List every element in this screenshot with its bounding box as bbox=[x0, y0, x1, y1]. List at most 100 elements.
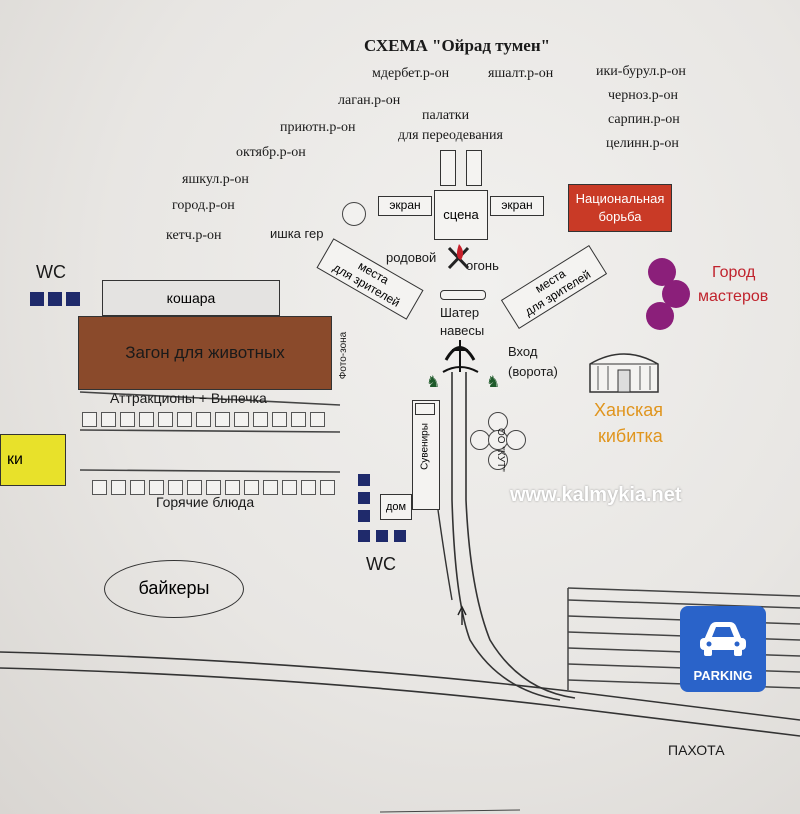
shater-icon bbox=[440, 290, 486, 300]
food-stall bbox=[168, 480, 183, 495]
entrance-label-2: (ворота) bbox=[508, 364, 558, 379]
district-lagan: лаган.р-он bbox=[338, 93, 401, 108]
attraction-stall bbox=[215, 412, 230, 427]
pakhota-label: ПАХОТА bbox=[668, 742, 725, 758]
eagle-icon-right: ♞ bbox=[486, 374, 501, 391]
food-stall bbox=[130, 480, 145, 495]
yellow-box: ки bbox=[0, 434, 66, 486]
souvenirs-box: Сувениры bbox=[412, 400, 440, 510]
khan-tent-label-1: Ханская bbox=[594, 400, 663, 420]
food-stall bbox=[225, 480, 240, 495]
stage-scene: сцена bbox=[434, 190, 488, 240]
screen-right: экран bbox=[490, 196, 544, 216]
food-stall bbox=[263, 480, 278, 495]
district-oktyabr: октябр.р-он bbox=[236, 145, 306, 160]
kut-circle-4 bbox=[506, 430, 526, 450]
attraction-stall bbox=[272, 412, 287, 427]
food-stall bbox=[92, 480, 107, 495]
attraction-stall bbox=[82, 412, 97, 427]
tent-left bbox=[440, 150, 456, 186]
food-stall bbox=[111, 480, 126, 495]
kut-label: ОО "КУТ" bbox=[495, 428, 506, 472]
food-stall bbox=[149, 480, 164, 495]
parking-sign: PARKING bbox=[680, 606, 766, 692]
fire-label-left: родовой bbox=[386, 250, 437, 265]
wc-bottom-booth-6 bbox=[394, 530, 406, 542]
fire-icon bbox=[447, 244, 470, 270]
eagle-icon-left: ♞ bbox=[426, 374, 441, 391]
food-stall bbox=[244, 480, 259, 495]
attraction-stall bbox=[291, 412, 306, 427]
souvenirs-label: Сувениры bbox=[419, 423, 431, 470]
district-yashalt: яшалт.р-он bbox=[488, 66, 554, 81]
food-stall bbox=[320, 480, 335, 495]
district-mdrbet: мдербет.р-он bbox=[372, 66, 450, 81]
house-box: дом bbox=[380, 494, 412, 520]
souvenirs-top bbox=[415, 403, 435, 415]
car-icon bbox=[700, 622, 746, 656]
fire-label-right: огонь bbox=[466, 258, 499, 273]
wc-top-booth-3 bbox=[66, 292, 80, 306]
wc-bottom-label: WC bbox=[366, 554, 396, 574]
bikers-oval: байкеры bbox=[104, 560, 244, 618]
food-stall bbox=[301, 480, 316, 495]
masters-dot-3 bbox=[646, 302, 674, 330]
district-ketch: кетч.р-он bbox=[166, 228, 222, 243]
attractions-label: Аттракционы + Выпечка bbox=[110, 390, 267, 406]
wc-top-booth-1 bbox=[30, 292, 44, 306]
attraction-stall bbox=[253, 412, 268, 427]
ishka-ger-circle bbox=[342, 202, 366, 226]
khan-tent-label-2: кибитка bbox=[598, 426, 663, 446]
attraction-stall bbox=[234, 412, 249, 427]
hot-food-label: Горячие блюда bbox=[156, 494, 255, 510]
district-tselinn: целинн.р-он bbox=[606, 136, 679, 151]
masters-label-2: мастеров bbox=[698, 288, 769, 305]
wc-top-label: WC bbox=[36, 262, 66, 282]
attraction-stall bbox=[139, 412, 154, 427]
wc-bottom-booth-3 bbox=[358, 510, 370, 522]
parking-label: PARKING bbox=[693, 668, 753, 683]
wc-bottom-booth-1 bbox=[358, 474, 370, 486]
wc-bottom-booth-2 bbox=[358, 492, 370, 504]
map-title: СХЕМА "Ойрад тумен" bbox=[364, 36, 551, 55]
shater-label-2: навесы bbox=[440, 323, 485, 338]
tents-label-1: палатки bbox=[422, 108, 470, 123]
attraction-stall bbox=[120, 412, 135, 427]
district-chernoz: черноз.р-он bbox=[608, 88, 678, 103]
district-gorod: город.р-он bbox=[172, 198, 235, 213]
attraction-stall bbox=[196, 412, 211, 427]
wc-bottom-booth-4 bbox=[358, 530, 370, 542]
kut-circle-5 bbox=[488, 450, 508, 470]
koshara-box: кошара bbox=[102, 280, 280, 316]
district-yashkul: яшкул.р-он bbox=[182, 172, 249, 187]
shater-label-1: Шатер bbox=[440, 305, 480, 320]
attraction-stall bbox=[101, 412, 116, 427]
ishka-ger-label: ишка гер bbox=[270, 226, 324, 241]
entrance-label-1: Вход bbox=[508, 344, 538, 359]
photo-zone-label: Фото-зона bbox=[338, 331, 350, 380]
attraction-stall bbox=[310, 412, 325, 427]
attraction-stall bbox=[158, 412, 173, 427]
tents-label-2: для переодевания bbox=[398, 128, 503, 143]
animal-pen-box: Загон для животных bbox=[78, 316, 332, 390]
district-sarpin: сарпин.р-он bbox=[608, 112, 680, 127]
food-stall bbox=[187, 480, 202, 495]
screen-left: экран bbox=[378, 196, 432, 216]
food-stall bbox=[282, 480, 297, 495]
district-priyutn: приютн.р-он bbox=[280, 120, 356, 135]
district-iki-burul: ики-бурул.р-он bbox=[596, 64, 686, 79]
masters-label-1: Город bbox=[712, 264, 756, 281]
tent-right bbox=[466, 150, 482, 186]
wrestling-label-1: Национальная bbox=[575, 191, 665, 206]
watermark: www.kalmykia.net bbox=[510, 484, 682, 506]
kut-circle-2 bbox=[470, 430, 490, 450]
wc-bottom-booth-5 bbox=[376, 530, 388, 542]
wrestling-label-2: борьба bbox=[598, 209, 642, 224]
wrestling-box: Национальная борьба bbox=[568, 184, 672, 232]
food-stall bbox=[206, 480, 221, 495]
yurt-icon bbox=[589, 353, 659, 393]
wc-top-booth-2 bbox=[48, 292, 62, 306]
attraction-stall bbox=[177, 412, 192, 427]
